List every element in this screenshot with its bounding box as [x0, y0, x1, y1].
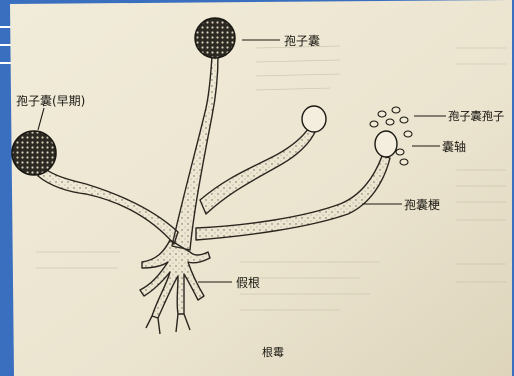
- label-sporangium: 孢子囊: [284, 32, 320, 49]
- label-sporangiospore: 孢子囊孢子: [448, 108, 504, 124]
- label-columella: 囊轴: [442, 138, 466, 155]
- label-sporangiophore: 孢囊梗: [404, 196, 440, 213]
- sporangium-young: [302, 106, 326, 132]
- sporangium-top: [195, 18, 235, 58]
- figure-caption: 根霉: [262, 344, 284, 360]
- label-sporangium-early: 孢子囊(早期): [16, 92, 85, 109]
- columella: [375, 131, 397, 157]
- label-rhizoid: 假根: [236, 274, 260, 291]
- sporangium-early: [12, 131, 56, 175]
